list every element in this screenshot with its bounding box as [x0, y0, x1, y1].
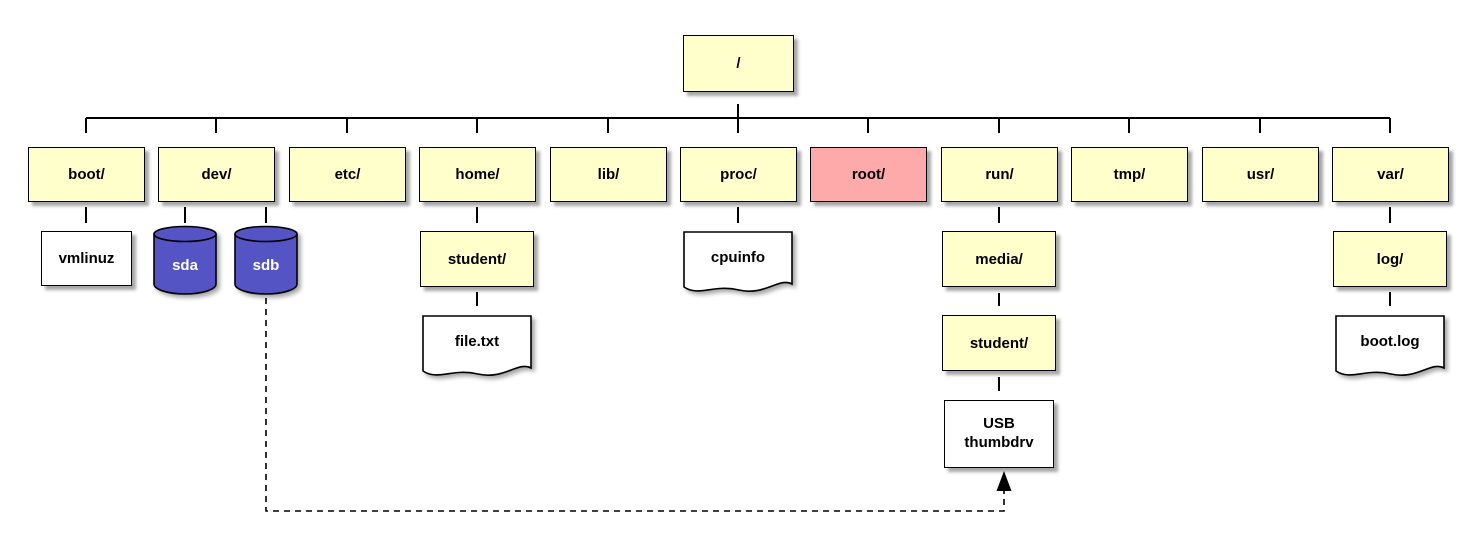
node-home-student: student/ [420, 231, 534, 287]
node-sdb: sdb [234, 225, 298, 295]
node-boot: boot/ [28, 147, 145, 202]
node-sdb-label: sdb [252, 256, 280, 274]
mount-arrow-icon [996, 471, 1012, 491]
node-file-txt: file.txt [422, 315, 532, 385]
node-root-dir: root/ [810, 147, 927, 202]
node-boot-log-label: boot.log [1360, 332, 1420, 350]
node-sda-label: sda [172, 256, 198, 274]
disk-cylinder-icon [153, 225, 217, 295]
document-icon [1335, 315, 1445, 376]
node-root: / [683, 35, 794, 92]
node-vmlinuz: vmlinuz [41, 231, 132, 286]
node-media-student: student/ [942, 315, 1056, 371]
node-usb-thumbdrv-label: USB thumbdrv [964, 415, 1034, 451]
disk-cylinder-icon [234, 225, 298, 295]
node-home: home/ [419, 147, 536, 202]
node-log: log/ [1333, 231, 1447, 287]
node-tmp: tmp/ [1071, 147, 1188, 202]
node-boot-log: boot.log [1335, 315, 1445, 385]
node-dev: dev/ [158, 147, 275, 202]
node-lib: lib/ [550, 147, 667, 202]
node-cpuinfo: cpuinfo [683, 231, 793, 301]
node-var: var/ [1332, 147, 1449, 202]
document-icon [683, 231, 793, 292]
node-proc: proc/ [680, 147, 797, 202]
node-usr: usr/ [1202, 147, 1319, 202]
node-run: run/ [941, 147, 1058, 202]
sdb-usb-mount-link [265, 298, 1012, 512]
node-sda: sda [153, 225, 217, 295]
node-etc: etc/ [289, 147, 406, 202]
node-media: media/ [942, 231, 1056, 287]
node-cpuinfo-label: cpuinfo [710, 248, 766, 266]
document-icon [422, 315, 532, 376]
node-usb-thumbdrv: USB thumbdrv [944, 400, 1054, 468]
node-file-txt-label: file.txt [454, 332, 500, 350]
